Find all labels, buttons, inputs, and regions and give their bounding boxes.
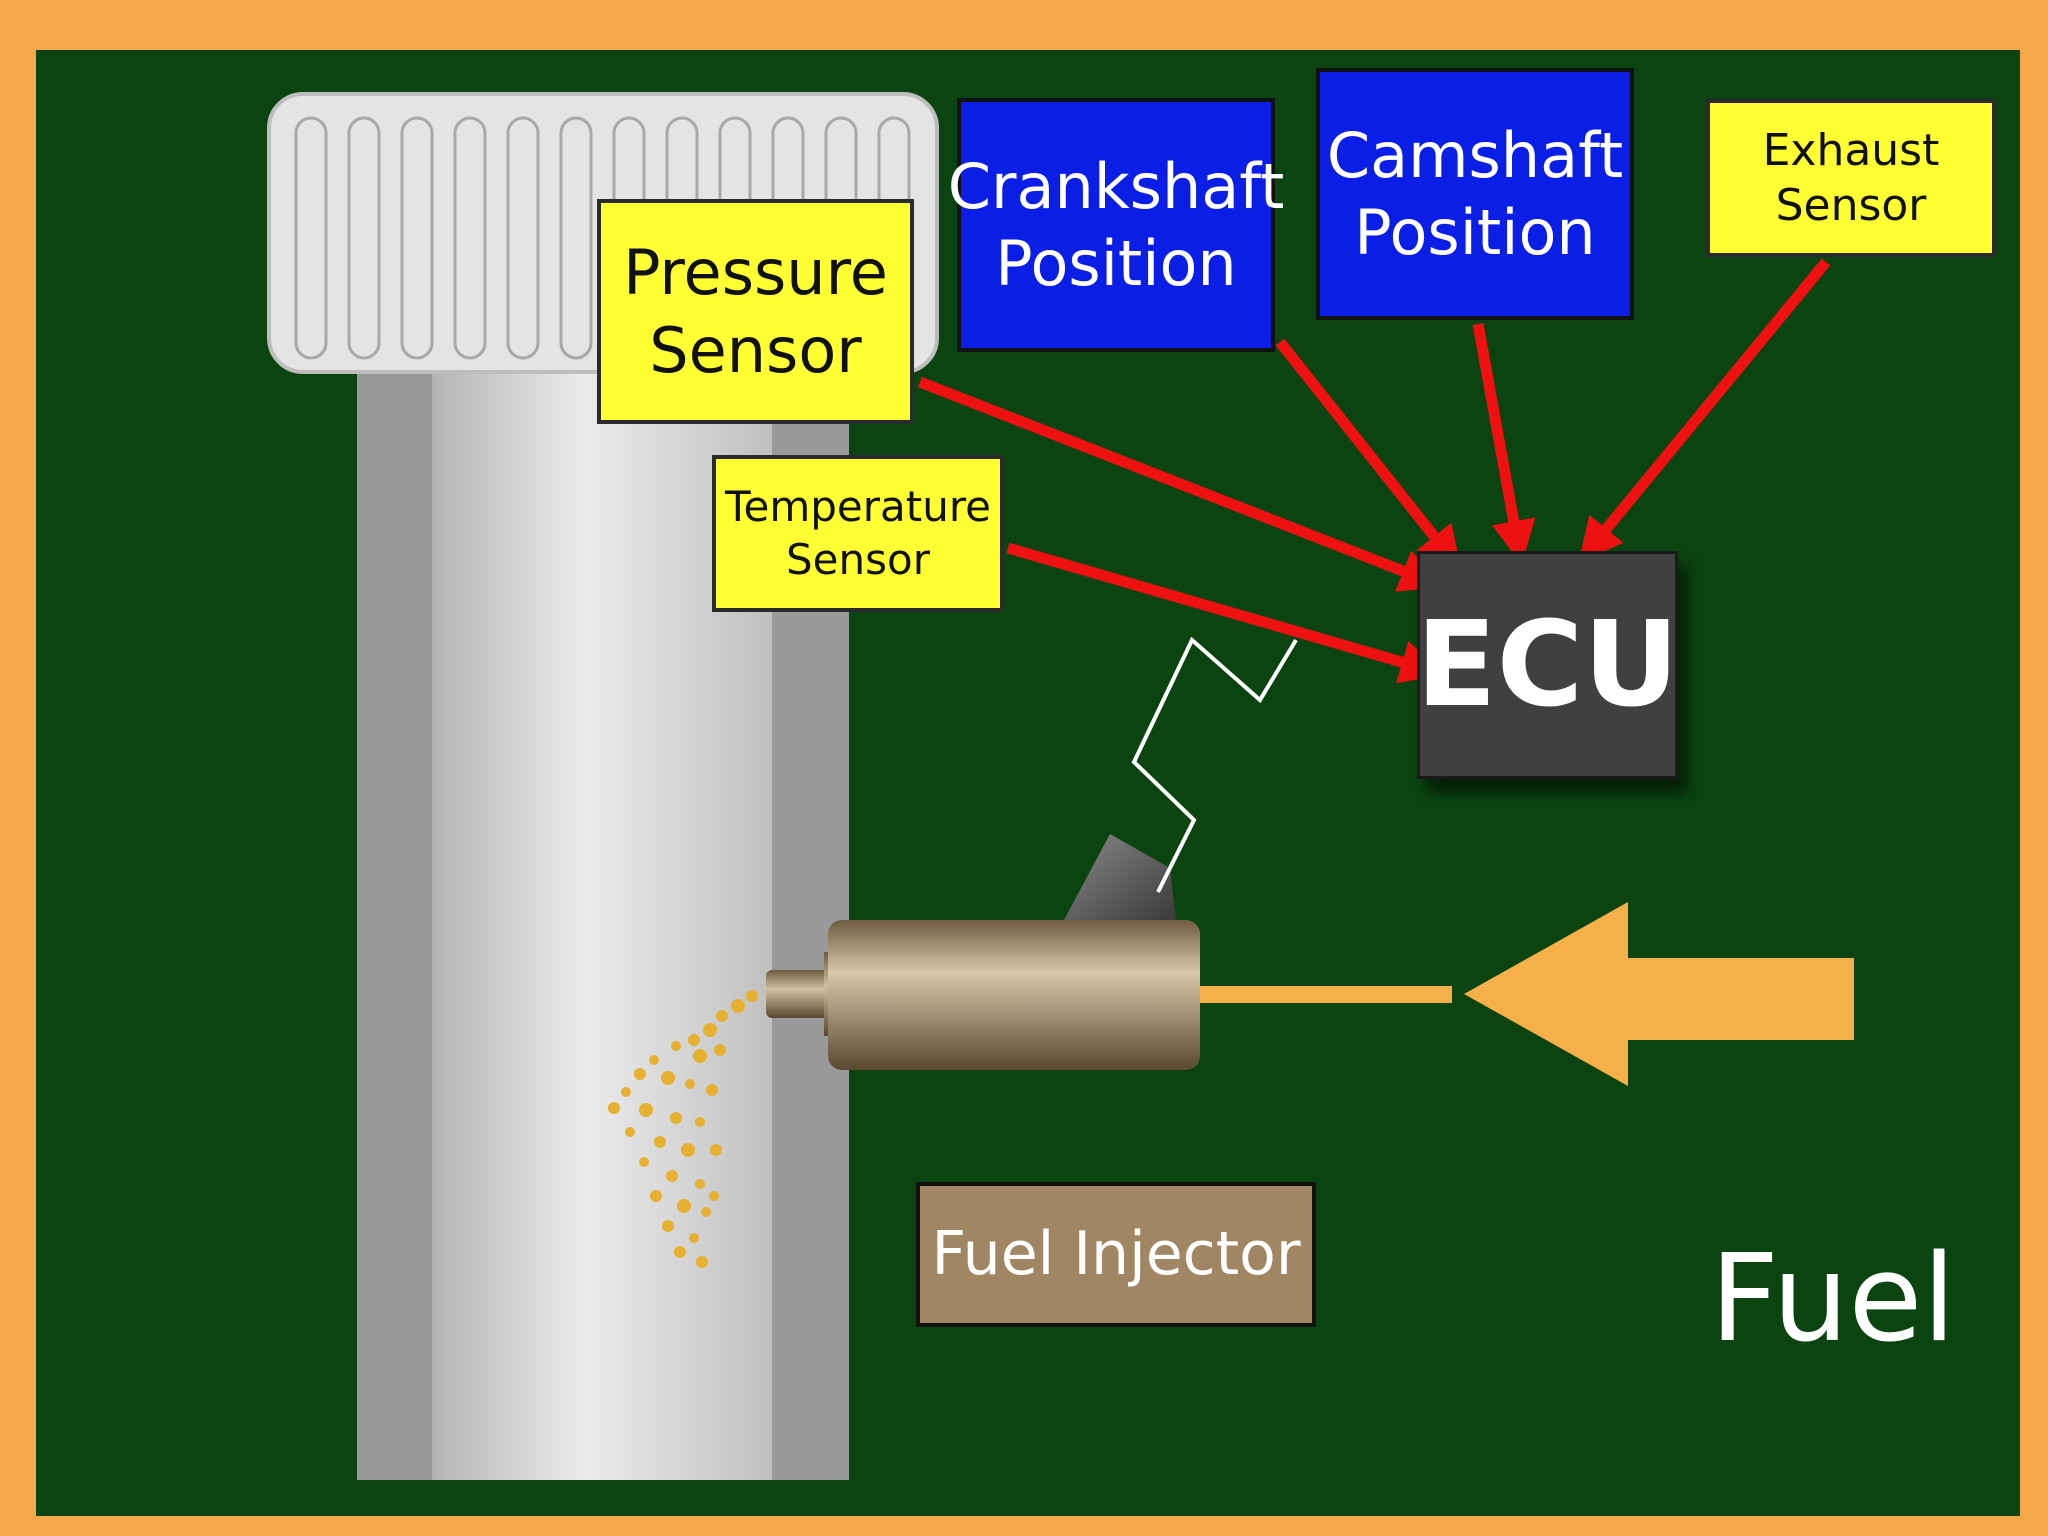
camshaft-position-label: Camshaft Position [1316,68,1634,320]
exhaust-signal-arrow [1578,258,1831,563]
exhaust-sensor-label: Exhaust Sensor [1706,99,1996,257]
fuel-injector-label: Fuel Injector [916,1182,1316,1327]
temperature-sensor-text: Temperature Sensor [724,482,992,584]
fuel-injector-text: Fuel Injector [931,1219,1301,1289]
signal-zigzag-icon [1131,636,1298,893]
fuel-label: Fuel [1710,1230,1956,1369]
temperature-signal-arrow [1006,542,1445,684]
fuel-flow-arrow-icon [1464,902,1854,1086]
camshaft-signal-arrow [1472,323,1536,565]
temperature-sensor-label: Temperature Sensor [712,455,1004,612]
crankshaft-position-label: Crankshaft Position [948,98,1284,352]
exhaust-sensor-text: Exhaust Sensor [1762,125,1940,231]
crankshaft-position-text: Crankshaft Position [947,149,1285,301]
fuel-line-icon [1200,986,1452,1003]
ecu-box: ECU [1415,551,1680,779]
pressure-sensor-text: Pressure Sensor [623,236,888,387]
camshaft-position-text: Camshaft Position [1326,118,1624,270]
ecu-text: ECU [1415,595,1680,734]
fuel-spray-icon [608,990,758,1268]
crankshaft-signal-arrow [1275,338,1462,571]
fuel-injector-icon [766,834,1200,1070]
pressure-signal-arrow [917,376,1445,592]
pressure-sensor-label: Pressure Sensor [597,199,914,424]
